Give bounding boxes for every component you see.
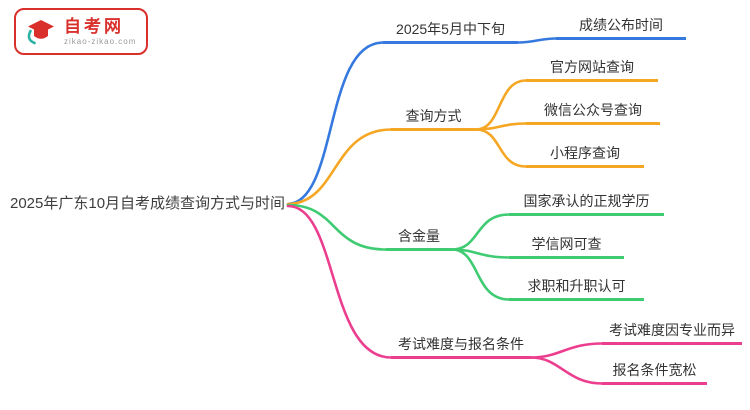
node-publish-date[interactable]: 2025年5月中下旬	[383, 20, 518, 44]
node-label: 成绩公布时间	[579, 17, 663, 33]
child-line-miniprogram	[474, 128, 528, 168]
node-label: 微信公众号查询	[544, 102, 642, 118]
child-line-difficulty-major	[529, 342, 604, 359]
root-node[interactable]: 2025年广东10月自考成绩查询方式与时间	[10, 194, 290, 214]
logo-text: 自考网 zikao-zikao.com	[64, 17, 136, 47]
child-line-loose-conditions	[529, 356, 604, 385]
node-label: 官方网站查询	[550, 59, 634, 75]
logo-title: 自考网	[64, 16, 124, 36]
node-query-methods[interactable]: 查询方式	[391, 107, 476, 131]
child-line-publish-time	[516, 37, 558, 44]
node-label: 小程序查询	[550, 145, 620, 161]
node-value[interactable]: 含金量	[386, 227, 452, 251]
child-line-official-site	[474, 79, 528, 131]
node-miniprogram-query[interactable]: 小程序查询	[526, 144, 644, 168]
graduation-cap-icon	[27, 19, 54, 44]
child-line-xuexin	[450, 248, 511, 259]
child-line-wechat	[474, 122, 528, 131]
node-career-recognition[interactable]: 求职和升职认可	[509, 277, 644, 301]
node-label: 查询方式	[405, 108, 462, 124]
node-label: 报名条件宽松	[612, 362, 697, 378]
child-line-career	[450, 248, 511, 301]
branch-line-publish-time	[286, 41, 385, 206]
node-wechat-query[interactable]: 微信公众号查询	[526, 101, 660, 125]
node-xuexin-verifiable[interactable]: 学信网可查	[509, 235, 624, 259]
node-official-site-query[interactable]: 官方网站查询	[526, 58, 658, 82]
node-difficulty-conditions[interactable]: 考试难度与报名条件	[391, 335, 531, 359]
node-label: 考试难度因专业而异	[609, 322, 735, 338]
site-logo[interactable]: 自考网 zikao-zikao.com	[14, 8, 148, 55]
branch-line-value	[286, 203, 388, 251]
node-loose-conditions[interactable]: 报名条件宽松	[602, 361, 707, 385]
node-label: 2025年5月中下旬	[396, 21, 505, 37]
node-label: 学信网可查	[531, 236, 602, 252]
logo-subtitle: zikao-zikao.com	[64, 36, 137, 46]
branch-line-difficulty	[286, 204, 393, 359]
branch-line-query-methods	[286, 128, 393, 206]
node-state-recognized[interactable]: 国家承认的正规学历	[509, 192, 664, 216]
node-label: 国家承认的正规学历	[523, 193, 650, 209]
node-label: 求职和升职认可	[527, 278, 626, 294]
node-difficulty-by-major[interactable]: 考试难度因专业而异	[602, 321, 742, 345]
node-publish-time[interactable]: 成绩公布时间	[556, 16, 686, 40]
node-label: 考试难度与报名条件	[398, 336, 524, 352]
child-line-state-recognized	[450, 213, 511, 251]
root-label: 2025年广东10月自考成绩查询方式与时间	[10, 195, 286, 212]
node-label: 含金量	[398, 228, 440, 244]
